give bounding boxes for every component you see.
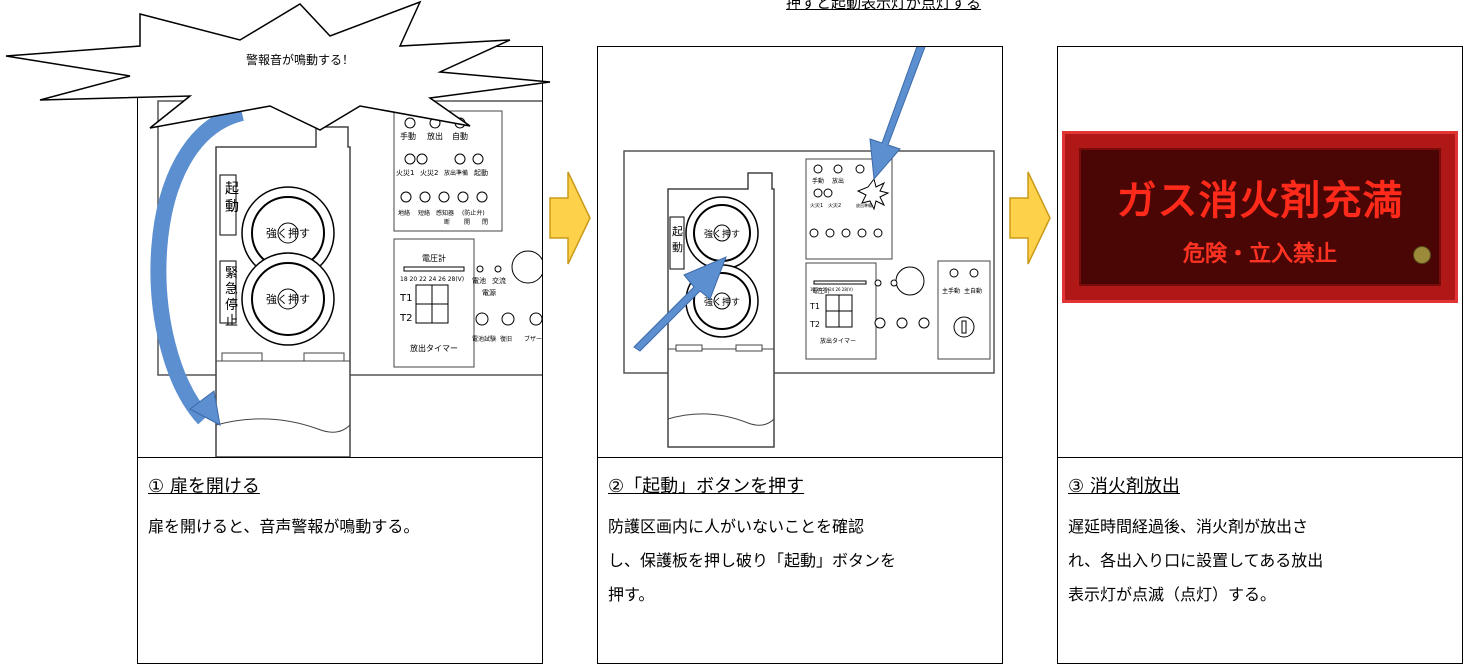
door-label-kinkyu-1: 緊 xyxy=(225,266,238,281)
discharge-warning-sign: ガス消火剤充満 危険・立入禁止 xyxy=(1062,131,1458,303)
lamp-label-fire1: 火災1 xyxy=(396,169,414,177)
next-arrow-2 xyxy=(1009,171,1051,265)
door-label-kido-2: 動 xyxy=(225,199,239,215)
lamp-label-auto: 自動 xyxy=(452,131,468,141)
push-button-label-bottom: 強く押す xyxy=(704,296,740,308)
step1-body: 扉を開けると、音声警報が鳴動する。 xyxy=(148,510,538,544)
door-open-arrowhead xyxy=(189,390,221,426)
main-manual-label: 主手動 xyxy=(942,287,960,295)
step2-line-1: 防護区画内に人がいないことを確認 xyxy=(608,517,865,536)
switch-battery-test-label: 電池試験 xyxy=(472,335,496,343)
step3-line-2: れ、各出入り口に設置してある放出 xyxy=(1068,551,1324,570)
next-arrow-1 xyxy=(549,171,591,265)
door-label-kido-2: 動 xyxy=(672,240,683,254)
lamp-indicator-arrow xyxy=(869,47,926,181)
step2-line-3: 押す。 xyxy=(608,585,655,604)
power-label: 電源 xyxy=(482,288,496,297)
step2-illustration: 起 動 強く押す 強く押す 手動 放出 火災1 火災2 放出準備 電圧計 18 … xyxy=(598,47,1002,457)
step3-illustration: ガス消火剤充満 危険・立入禁止 xyxy=(1058,47,1462,457)
lamp-label-fire1: 火災1 xyxy=(810,203,823,209)
door-open-arrow xyxy=(150,105,245,425)
lamp-label-manual: 手動 xyxy=(400,131,416,141)
main-auto-label: 主自動 xyxy=(964,287,982,295)
lamp-label-close: 閉 xyxy=(482,219,488,226)
timer-t1: T1 xyxy=(399,293,412,304)
lamp-label-disconnect: 断 xyxy=(444,218,450,226)
step3-line-3: 表示灯が点滅（点灯）する。 xyxy=(1068,585,1277,604)
power-ac-label: 交流 xyxy=(492,276,506,285)
voltmeter-scale: 18 20 22 24 26 28(V) xyxy=(810,287,853,292)
voltmeter-scale: 18 20 22 24 26 28(V) xyxy=(400,276,464,283)
door-label-kinkyu-4: 止 xyxy=(225,314,238,329)
start-lamp-flash-icon xyxy=(856,177,890,211)
step3-title: ③ 消火剤放出 xyxy=(1068,476,1180,497)
start-lamp-note: 押すと起動表示灯が点灯する xyxy=(786,0,982,12)
lamp-label-start: 起動 xyxy=(474,168,488,177)
lamp-label-ready: 放出準備 xyxy=(444,169,468,177)
push-button-label-bottom: 強く押す xyxy=(266,292,310,306)
step-panel-2: 起 動 強く押す 強く押す 手動 放出 火災1 火災2 放出準備 電圧計 18 … xyxy=(597,46,1003,664)
lamp-label-sensor: 感知器 xyxy=(436,209,454,217)
voltmeter-label: 電圧計 xyxy=(422,253,446,263)
step1-line-1: 扉を開けると、音声警報が鳴動する。 xyxy=(148,517,420,536)
step2-title: ②「起動」ボタンを押す xyxy=(608,476,805,497)
lamp-label-ground: 地絡 xyxy=(398,209,410,217)
lamp-label-manual: 手動 xyxy=(812,177,824,185)
door-label-kinkyu-3: 停 xyxy=(225,297,238,313)
step1-title: ① 扉を開ける xyxy=(148,476,260,497)
push-button-label-top: 強く押す xyxy=(704,228,740,240)
lamp-label-valve: (防止弁) xyxy=(462,209,485,217)
step-panel-3: ガス消火剤充満 危険・立入禁止 ③ 消火剤放出 遅延時間経過後、消火剤が放出さ … xyxy=(1057,46,1463,664)
release-timer-label: 放出タイマー xyxy=(820,337,856,345)
step1-illustration: 起 動 緊 急 停 止 強く押す 強く押す 手動 放出 自動 火災1 火災2 放… xyxy=(138,47,542,457)
door-label-kinkyu-2: 急 xyxy=(225,282,238,297)
lamp-label-fire2: 火災2 xyxy=(420,169,438,177)
power-dc-label: 電池 xyxy=(472,276,486,285)
sign-lock-icon xyxy=(1413,246,1431,264)
push-start-arrow xyxy=(633,256,727,352)
step3-line-1: 遅延時間経過後、消火剤が放出さ xyxy=(1068,517,1309,536)
step2-line-2: し、保護板を押し破り「起動」ボタンを xyxy=(608,551,897,570)
timer-t2: T2 xyxy=(809,320,820,329)
lamp-label-open: 開 xyxy=(464,219,470,226)
door-label-kido-1: 起 xyxy=(672,225,683,238)
release-timer-label: 放出タイマー xyxy=(410,343,458,353)
timer-t1: T1 xyxy=(809,302,820,311)
lamp-label-short: 短絡 xyxy=(418,209,430,217)
switch-buzzer-stop-label: ブザー停止 xyxy=(524,335,542,343)
step1-caption: ① 扉を開ける 扉を開けると、音声警報が鳴動する。 xyxy=(138,457,542,663)
lamp-label-release: 放出 xyxy=(832,177,844,185)
voltmeter-label: 電圧計 xyxy=(812,287,830,295)
step3-caption: ③ 消火剤放出 遅延時間経過後、消火剤が放出さ れ、各出入り口に設置してある放出… xyxy=(1058,457,1462,663)
door-label-kido-1: 起 xyxy=(225,181,239,197)
sign-main-text: ガス消火剤充満 xyxy=(1116,178,1404,224)
step3-body: 遅延時間経過後、消火剤が放出さ れ、各出入り口に設置してある放出 表示灯が点滅（… xyxy=(1068,510,1458,612)
lamp-label-release: 放出 xyxy=(427,131,443,141)
push-button-label-top: 強く押す xyxy=(266,226,310,240)
sign-sub-text: 危険・立入禁止 xyxy=(1182,242,1337,267)
switch-reset-label: 復旧 xyxy=(500,335,512,343)
lamp-label-ready: 放出準備 xyxy=(856,202,872,208)
timer-t2: T2 xyxy=(399,313,412,324)
step2-body: 防護区画内に人がいないことを確認 し、保護板を押し破り「起動」ボタンを 押す。 xyxy=(608,510,998,612)
step-panel-1: 起 動 緊 急 停 止 強く押す 強く押す 手動 放出 自動 火災1 火災2 放… xyxy=(137,46,543,664)
lamp-label-fire2: 火災2 xyxy=(828,203,841,209)
step2-caption: ②「起動」ボタンを押す 防護区画内に人がいないことを確認 し、保護板を押し破り「… xyxy=(598,457,1002,663)
